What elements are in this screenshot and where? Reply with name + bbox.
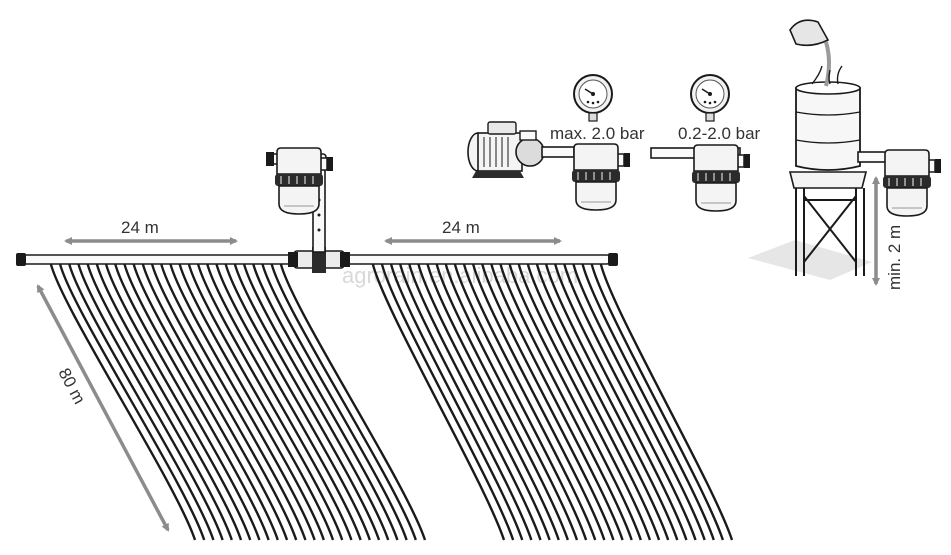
right-block-lateral <box>553 259 688 541</box>
right-block-lateral <box>571 259 706 541</box>
right-block-lateral <box>580 259 715 541</box>
right-block-lateral <box>398 259 533 541</box>
left-block-lateral <box>150 259 298 541</box>
right-block-lateral <box>425 259 560 541</box>
header-pipe-left <box>16 253 303 266</box>
left-block-lateral <box>214 259 362 541</box>
left-block-lateral <box>186 259 335 541</box>
left-block-lateral <box>131 259 279 541</box>
tank-stand <box>748 171 872 280</box>
left-block-lateral <box>159 259 307 541</box>
right-block-lateral <box>471 259 606 541</box>
right-width-label: 24 m <box>442 218 480 237</box>
right-block-lateral <box>516 259 652 541</box>
pressure-gauge-pump <box>573 74 613 122</box>
left-block-lateral <box>242 259 390 541</box>
right-block-lateral <box>379 259 515 541</box>
line-pressure-label: 0.2-2.0 bar <box>678 124 761 143</box>
dosing-injector-pump <box>571 143 631 211</box>
header-pipe-right <box>339 253 618 266</box>
right-block-lateral <box>525 259 661 541</box>
right-block-lateral <box>562 259 697 541</box>
left-block-lateral <box>140 259 289 541</box>
left-block-lateral <box>168 259 316 541</box>
right-block-lateral <box>434 259 569 541</box>
right-block-lateral <box>407 259 542 541</box>
dimension-arrows <box>36 237 562 532</box>
right-block-lateral <box>534 259 670 541</box>
right-block-lateral <box>443 259 579 541</box>
right-block-lateral <box>507 259 642 541</box>
left-block-lateral <box>122 259 270 541</box>
tank-outlet-pipe <box>857 151 889 163</box>
left-block-lateral <box>278 259 427 541</box>
left-block-lateral <box>260 259 408 541</box>
liquid-pour <box>789 19 843 87</box>
right-block-lateral <box>498 259 633 541</box>
left-block-lateral <box>205 259 353 541</box>
right-block-lateral <box>489 259 624 541</box>
right-block-lateral <box>370 259 506 541</box>
right-block-lateral <box>462 259 597 541</box>
right-block-lateral <box>598 259 734 541</box>
right-block-lateral <box>416 259 551 541</box>
tank <box>795 81 861 171</box>
pressure-gauge-inline <box>690 74 730 122</box>
left-block-lateral <box>113 259 261 541</box>
left-block-lateral <box>196 259 344 541</box>
left-block-lateral <box>232 259 381 541</box>
left-width-label: 24 m <box>121 218 159 237</box>
left-block-lateral <box>223 259 371 541</box>
right-block-lateral <box>452 259 588 541</box>
left-block-lateral <box>269 259 417 541</box>
dosing-injector-inline <box>691 144 751 212</box>
right-block-lateral <box>589 259 725 541</box>
right-block-lateral <box>480 259 615 541</box>
right-block-lateral <box>389 259 524 541</box>
pump-pressure-label: max. 2.0 bar <box>550 124 645 143</box>
right-block-lateral <box>544 259 679 541</box>
tank-height-label: min. 2 m <box>885 225 904 290</box>
left-block-lateral <box>251 259 399 541</box>
left-block-lateral <box>104 259 252 541</box>
dosing-injector-tank <box>882 149 942 217</box>
left-block-lateral <box>177 259 325 541</box>
